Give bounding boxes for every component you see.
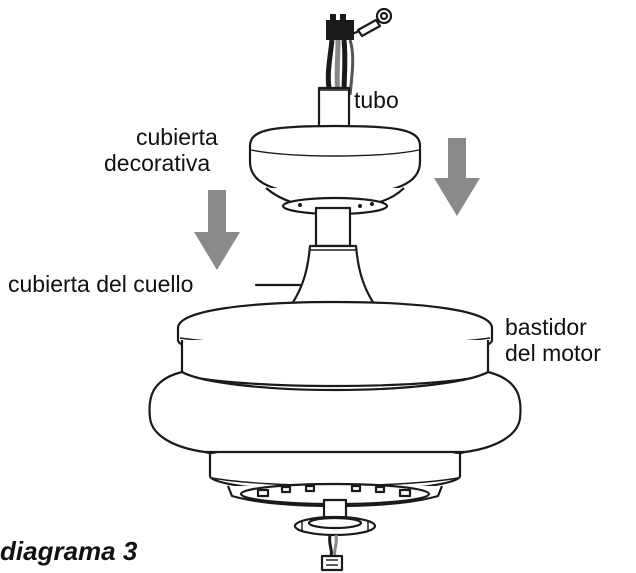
canopy-label-line2: decorativa (104, 150, 210, 176)
down-rod-lower (314, 206, 352, 248)
wire-bundle (325, 7, 393, 96)
motor-label-line2: del motor (505, 340, 601, 366)
canopy (248, 124, 422, 216)
motor-label-line1: bastidor (505, 314, 587, 340)
collar-cover (290, 244, 376, 306)
tube-label: tubo (354, 87, 399, 113)
bottom-shaft (293, 498, 377, 572)
down-arrow-icon (194, 190, 240, 270)
down-arrow-icon (434, 138, 480, 216)
canopy-label-line1: cubierta (136, 124, 218, 150)
collar-label: cubierta del cuello (8, 271, 193, 297)
motor-housing (148, 300, 522, 508)
diagram-caption: diagrama 3 (0, 536, 138, 566)
